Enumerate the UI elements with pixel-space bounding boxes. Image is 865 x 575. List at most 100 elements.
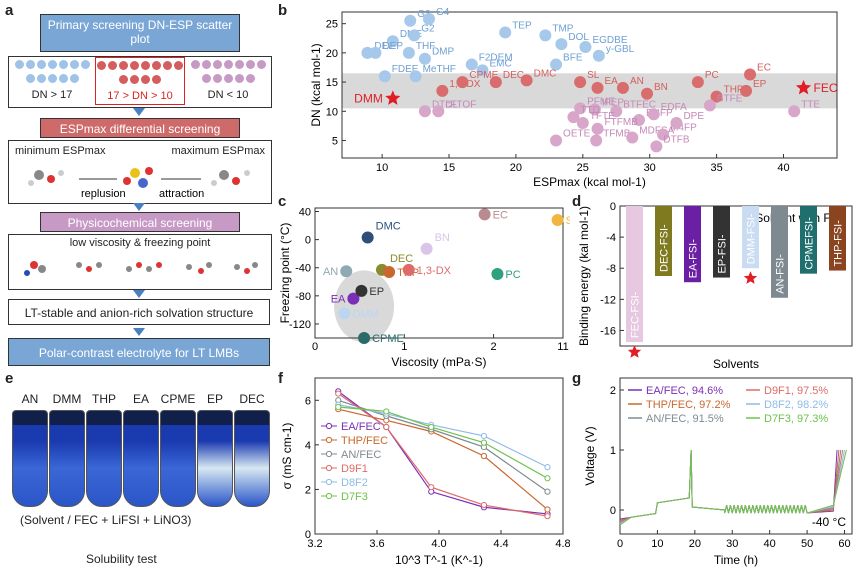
series-point (544, 464, 551, 471)
x-tick-label: 0 (312, 341, 318, 353)
data-point (555, 38, 568, 51)
flow-arrow-1 (133, 108, 145, 116)
point-label: EC (493, 209, 508, 221)
point-label: 1,3-DX (417, 265, 452, 277)
legend-label: AN/FEC (341, 449, 381, 461)
bar (713, 206, 730, 278)
series-point (335, 390, 342, 397)
y-tick-label: 0 (305, 529, 311, 541)
series-point (544, 506, 551, 513)
point-label: CPME (469, 70, 498, 81)
flow-arrow-2 (133, 203, 145, 211)
point-label: DMC (534, 68, 557, 79)
bar-label: DEC-FSI- (659, 224, 671, 272)
x-tick-label: 35 (710, 162, 722, 174)
data-point (591, 81, 604, 94)
y-tick-label: -16 (600, 325, 616, 337)
vial-label: EP (206, 392, 223, 406)
molecules-row (24, 261, 258, 276)
series-point (480, 439, 488, 446)
bar-label: EP-FSI- (717, 234, 729, 273)
point-label: DMC (376, 221, 401, 233)
y-axis-label: DN (kcal mol-1) (309, 43, 323, 126)
data-point (610, 105, 623, 118)
bar-label: AN-FSI- (775, 254, 787, 294)
y-axis-label: Binding energy (kal mol-1) (577, 206, 591, 346)
point-label: PC (505, 269, 520, 281)
flow-step-1-text: Primary screening DN-ESP scatter plot (47, 18, 233, 47)
series-point (335, 403, 342, 411)
vials-caption: (Solvent / FEC + LiFSI + LiNO3) (20, 513, 192, 527)
flow-step-2: ESPmax differential screening (40, 118, 240, 138)
highlight-label: FEC (814, 81, 838, 95)
data-point (647, 108, 660, 121)
data-point (347, 292, 360, 305)
vial-label: CPME (160, 392, 196, 406)
bar (829, 206, 846, 271)
data-point (574, 102, 587, 115)
data-point (422, 13, 435, 26)
data-point (550, 134, 563, 147)
legend-label: EA/FEC (341, 421, 381, 433)
vial (123, 410, 159, 507)
point-label: DTFB (663, 134, 689, 145)
data-point (657, 128, 670, 141)
legend-marker (325, 450, 333, 458)
voltage-curve (619, 449, 844, 524)
highlight-star (385, 90, 401, 105)
point-label: G2 (421, 23, 435, 34)
y-tick-label: 25 (326, 19, 338, 31)
point-label: EGDBE (592, 35, 627, 46)
x-tick-label: 30 (644, 162, 656, 174)
esp-screening-box: minimum ESPmax maximum ESPmax replusion … (8, 140, 272, 204)
panel-label-a: a (5, 2, 14, 19)
data-point (489, 76, 502, 89)
point-label: BTFE (717, 93, 743, 104)
bar-label: EA-FSI- (688, 239, 700, 278)
highlight-star (795, 79, 812, 95)
point-label: THP (724, 85, 744, 96)
series-point (480, 432, 488, 440)
data-point (670, 116, 683, 129)
data-point (567, 111, 580, 124)
point-label: EP (369, 286, 384, 298)
panel-label-c: c (278, 193, 287, 210)
dn-group-high: DN > 17 (9, 59, 95, 101)
data-point (691, 76, 704, 89)
x-tick-label: 3.6 (369, 538, 384, 550)
data-point (378, 70, 391, 83)
data-point (436, 84, 449, 97)
x-tick-label: 25 (577, 162, 589, 174)
legend-marker (325, 464, 333, 472)
x-tick-label: 1 (401, 341, 407, 353)
point-label: CPME (372, 333, 404, 345)
x-tick-label: 0 (617, 538, 623, 550)
dn-group-high-label: DN > 17 (31, 89, 73, 101)
point-label: TTD (580, 105, 599, 116)
data-point (633, 114, 645, 127)
panel-label-d: d (572, 193, 582, 210)
bar-label: CPMEFSI- (804, 217, 816, 270)
y-tick-label: -8 (606, 263, 616, 275)
dn-group-mid-label: 17 > DN > 10 (107, 90, 173, 102)
data-point (626, 131, 639, 144)
series-point (383, 423, 390, 431)
y-tick-label: -120 (289, 319, 311, 331)
point-label: EP (753, 79, 767, 90)
data-point (409, 70, 422, 83)
data-point (616, 81, 629, 94)
dn-group-low: DN < 10 (185, 59, 271, 101)
legend-label: D9F1, 97.5% (764, 385, 828, 397)
data-point (340, 265, 353, 278)
data-point (550, 58, 563, 71)
point-label: EDFA (661, 102, 687, 113)
series-point (480, 452, 488, 460)
x-tick-label: 40 (777, 162, 789, 174)
point-label: TEP (512, 20, 532, 31)
flow-arrow-4 (133, 328, 145, 336)
point-label: DMP (432, 47, 455, 58)
plot-frame (314, 207, 564, 339)
point-label: F2DEM (479, 53, 513, 64)
